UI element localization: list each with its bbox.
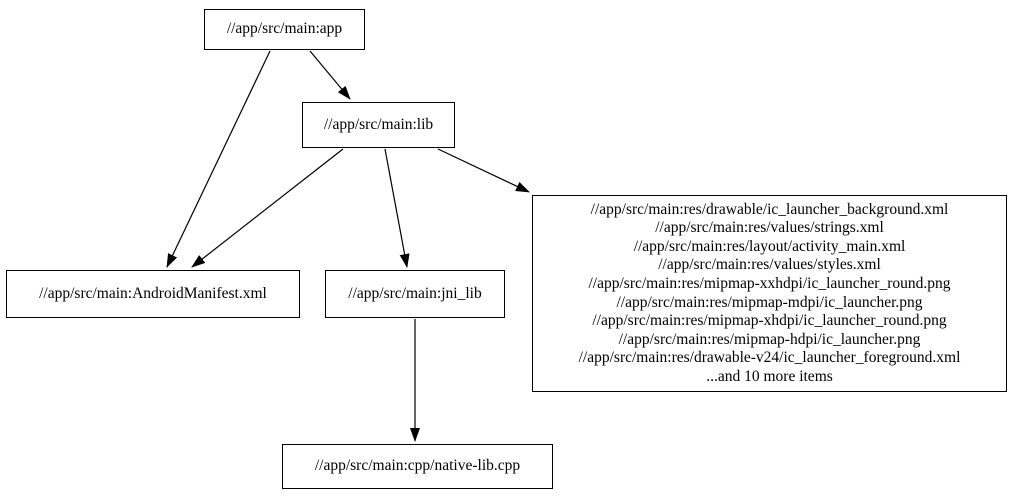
res-file-line: //app/src/main:res/mipmap-mdpi/ic_launch…	[616, 293, 923, 311]
node-res-files: //app/src/main:res/drawable/ic_launcher_…	[532, 195, 1007, 392]
res-file-line: //app/src/main:res/layout/activity_main.…	[633, 237, 906, 255]
node-android-manifest-label: //app/src/main:AndroidManifest.xml	[39, 284, 267, 302]
res-file-line: //app/src/main:res/mipmap-hdpi/ic_launch…	[618, 330, 921, 348]
node-lib: //app/src/main:lib	[302, 102, 455, 148]
res-file-line: //app/src/main:res/drawable/ic_launcher_…	[590, 200, 949, 218]
res-file-line: //app/src/main:res/drawable-v24/ic_launc…	[578, 349, 961, 367]
node-native-lib-cpp-label: //app/src/main:cpp/native-lib.cpp	[314, 457, 521, 475]
node-jni-lib-label: //app/src/main:jni_lib	[348, 284, 482, 302]
node-android-manifest: //app/src/main:AndroidManifest.xml	[6, 270, 300, 318]
node-app-label: //app/src/main:app	[226, 20, 343, 38]
res-file-line: //app/src/main:res/values/strings.xml	[655, 219, 884, 237]
res-file-line: //app/src/main:res/mipmap-xhdpi/ic_launc…	[592, 312, 947, 330]
edge-lib-to-res-files	[437, 148, 530, 193]
res-file-line: //app/src/main:res/values/styles.xml	[658, 256, 881, 274]
edge-app-to-lib	[309, 50, 351, 100]
res-more-items-line: ...and 10 more items	[706, 367, 833, 385]
edge-app-to-manifest	[166, 50, 271, 268]
edge-lib-to-jni-lib	[384, 148, 410, 268]
node-app: //app/src/main:app	[204, 9, 365, 50]
node-native-lib-cpp: //app/src/main:cpp/native-lib.cpp	[282, 444, 553, 489]
node-lib-label: //app/src/main:lib	[323, 115, 434, 133]
edge-lib-to-manifest	[191, 148, 344, 268]
res-file-line: //app/src/main:res/mipmap-xxhdpi/ic_laun…	[588, 274, 951, 292]
node-jni-lib: //app/src/main:jni_lib	[325, 270, 505, 318]
